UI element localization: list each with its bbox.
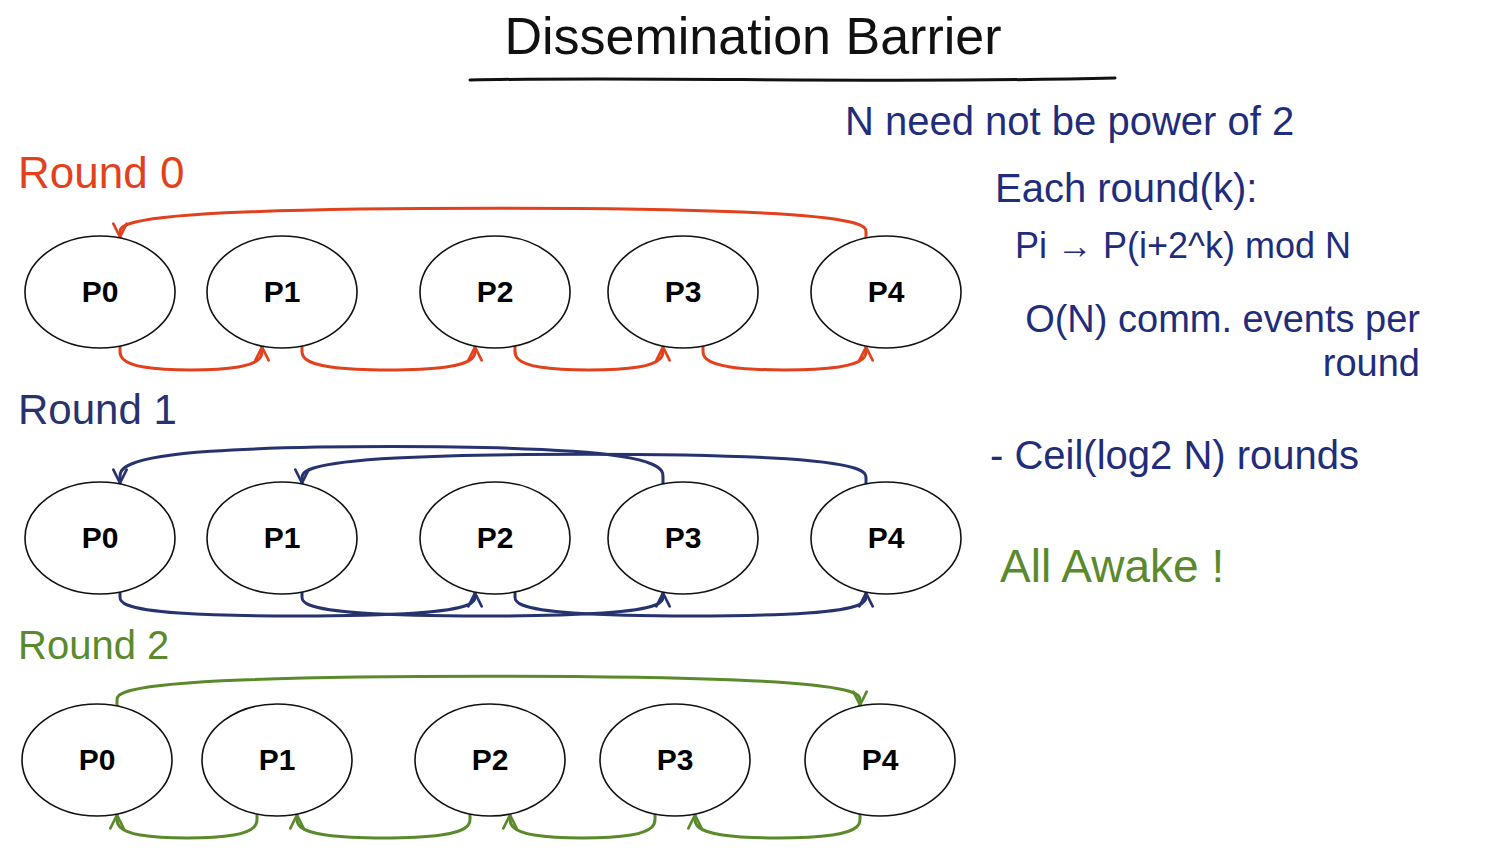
highlight-note: All Awake ! <box>1000 540 1480 593</box>
message-arrow <box>515 347 663 370</box>
message-arrow <box>302 347 475 370</box>
ellipse-shape <box>811 236 961 348</box>
process-ellipse: P1 <box>206 481 358 595</box>
process-name: P3 <box>657 743 694 777</box>
process-name: P1 <box>259 743 296 777</box>
process-ellipse: P0 <box>24 235 176 349</box>
process-name: P2 <box>477 275 514 309</box>
note-text: Each round(k): <box>995 165 1475 211</box>
ellipse-shape <box>22 704 172 816</box>
title-underline <box>470 78 1115 80</box>
ellipse-shape <box>811 482 961 594</box>
ellipse-shape <box>608 482 758 594</box>
process-ellipse: P1 <box>201 703 353 817</box>
process-name: P0 <box>79 743 116 777</box>
process-name: P3 <box>665 275 702 309</box>
message-arrow <box>515 593 866 616</box>
ellipse-shape <box>805 704 955 816</box>
process-ellipse: P2 <box>414 703 566 817</box>
note-text: - Ceil(log2 N) rounds <box>990 432 1480 478</box>
process-name: P2 <box>472 743 509 777</box>
message-arrow <box>117 815 257 838</box>
message-arrow <box>120 593 475 616</box>
ellipse-shape <box>415 704 565 816</box>
note-text: N need not be power of 2 <box>845 98 1485 144</box>
process-ellipse: P3 <box>607 235 759 349</box>
message-arrow <box>120 208 866 237</box>
process-name: P4 <box>862 743 899 777</box>
ellipse-shape <box>207 482 357 594</box>
process-name: P4 <box>868 275 905 309</box>
process-ellipse: P3 <box>607 481 759 595</box>
process-ellipse: P4 <box>810 481 962 595</box>
ellipse-shape <box>420 236 570 348</box>
process-name: P4 <box>868 521 905 555</box>
ellipse-shape <box>420 482 570 594</box>
process-name: P1 <box>264 521 301 555</box>
process-name: P2 <box>477 521 514 555</box>
process-ellipse: P4 <box>804 703 956 817</box>
note-text: O(N) comm. events per round <box>1025 298 1420 385</box>
diagram-title: Dissemination Barrier <box>0 8 1506 65</box>
ellipse-shape <box>207 236 357 348</box>
message-arrow <box>510 815 655 838</box>
process-ellipse: P0 <box>24 481 176 595</box>
message-arrow <box>120 347 262 370</box>
ellipse-shape <box>202 704 352 816</box>
formula-text: Pi → P(i+2^k) mod N <box>1015 225 1485 266</box>
message-arrow <box>297 815 470 838</box>
message-arrow <box>120 447 663 483</box>
message-arrow <box>703 347 866 370</box>
ellipse-shape <box>608 236 758 348</box>
process-name: P1 <box>264 275 301 309</box>
process-ellipse: P1 <box>206 235 358 349</box>
ellipse-shape <box>25 482 175 594</box>
round-label: Round 2 <box>18 622 278 668</box>
process-ellipse: P4 <box>810 235 962 349</box>
message-arrow <box>117 676 860 705</box>
message-arrow <box>302 593 663 616</box>
round-label: Round 1 <box>18 386 278 434</box>
process-ellipse: P2 <box>419 481 571 595</box>
message-arrow <box>695 815 860 838</box>
process-ellipse: P0 <box>21 703 173 817</box>
process-name: P3 <box>665 521 702 555</box>
process-ellipse: P2 <box>419 235 571 349</box>
process-ellipse: P3 <box>599 703 751 817</box>
ellipse-shape <box>25 236 175 348</box>
ellipse-shape <box>600 704 750 816</box>
process-name: P0 <box>82 275 119 309</box>
round-label: Round 0 <box>18 148 278 199</box>
message-arrow <box>302 454 866 483</box>
process-name: P0 <box>82 521 119 555</box>
